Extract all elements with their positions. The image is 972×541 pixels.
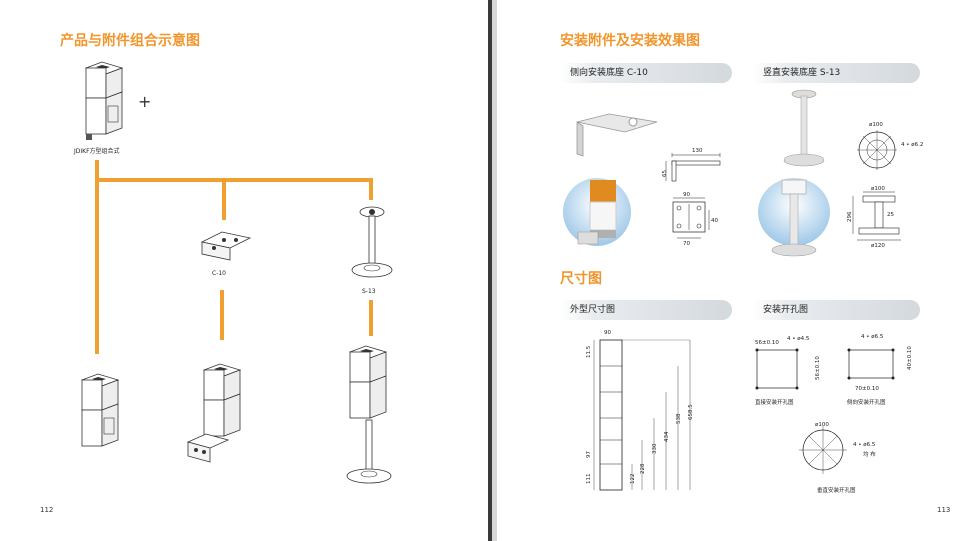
outline-dim-122: 122	[630, 474, 636, 485]
c10-bracket-photo	[576, 113, 658, 157]
product-unit-illustration	[84, 61, 124, 140]
c10-side-drawing: 130 65	[662, 148, 721, 182]
product-label: JDIKF方型组合式	[74, 148, 120, 155]
hole-a-h: 56±0.10	[815, 356, 821, 380]
c10-installed-photo	[563, 178, 631, 246]
hole-a-caption: 直接安装开孔图	[755, 398, 794, 406]
hole-b-h: 40±0.10	[907, 346, 913, 370]
left-page-title: 产品与附件组合示意图	[60, 33, 200, 49]
right-page-title: 安装附件及安装效果图	[560, 33, 700, 49]
s13-installed-photo	[758, 178, 830, 257]
s13-dim-d100: ø100	[869, 122, 883, 128]
hole-c-holes: 4 • ø6.5	[853, 442, 876, 448]
connector-lines	[95, 160, 373, 354]
s13-pole-illustration	[351, 206, 393, 278]
c10-dim-65: 65	[662, 170, 668, 177]
hole-b-caption: 侧向安装开孔图	[847, 398, 886, 406]
outline-dim-90: 90	[604, 330, 611, 336]
right-page: 安装附件及安装效果图 侧向安装底座 C-10 竖直安装底座 S-13 130 6…	[497, 0, 972, 541]
hole-b-w: 70±0.10	[855, 386, 879, 392]
right-page-number: 113	[937, 506, 951, 514]
assembly-direct-illustration	[80, 373, 120, 447]
hole-drawing-direct: 56±0.10 4 • ø4.5 56±0.10 直接安装开孔图	[755, 336, 821, 406]
outline-dim-97: 97	[586, 451, 592, 458]
c10-bracket-illustration	[200, 231, 252, 261]
hole-c-even: 均 布	[863, 450, 876, 458]
s13-pole-photo	[783, 89, 825, 167]
section-outline: 外型尺寸图	[560, 300, 732, 320]
c10-dim-90: 90	[683, 192, 690, 198]
s13-side-drawing: ø100 296 25 ø120	[847, 186, 901, 249]
book-spine-light	[492, 0, 497, 541]
hole-drawing-vertical: ø100 4 • ø6.5 均 布 垂直安装开孔图	[799, 422, 876, 494]
outline-dimension-drawing: 90 11.5 97 111 122 228 330 434 538 658.5	[586, 330, 694, 491]
hole-a-holes: 4 • ø4.5	[787, 336, 810, 342]
plus-sign: +	[138, 92, 152, 111]
section-holes: 安装开孔图	[753, 300, 920, 320]
outline-dim-115: 11.5	[586, 345, 592, 358]
outline-dim-538: 538	[676, 413, 682, 424]
s13-dim-d100b: ø100	[871, 186, 885, 192]
outline-dim-330: 330	[652, 443, 658, 454]
c10-dim-70: 70	[683, 241, 690, 247]
dimension-title: 尺寸图	[560, 271, 602, 287]
assembly-side-illustration	[186, 363, 242, 463]
s13-dim-d120: ø120	[871, 243, 885, 249]
outline-dim-228: 228	[640, 463, 646, 474]
hole-b-holes: 4 • ø6.5	[861, 334, 884, 340]
left-page-number: 112	[40, 506, 54, 514]
hole-drawing-side: 4 • ø6.5 40±0.10 70±0.10 侧向安装开孔图	[847, 334, 913, 406]
hole-a-w: 56±0.10	[755, 340, 779, 346]
s13-top-drawing: ø100 4 • ø6.2	[857, 122, 923, 170]
s13-dim-25: 25	[887, 212, 894, 218]
outline-dim-111: 111	[586, 474, 592, 485]
section-side-base: 侧向安装底座 C-10	[560, 63, 732, 83]
c10-dim-40: 40	[711, 218, 718, 224]
c10-label: C-10	[212, 270, 226, 277]
section-vertical-base: 竖直安装底座 S-13	[753, 63, 920, 83]
outline-dim-658: 658.5	[688, 404, 694, 420]
outline-dim-434: 434	[664, 431, 670, 442]
s13-dim-296: 296	[847, 211, 853, 222]
left-page: 产品与附件组合示意图 + JDIKF方型组合式 C-10	[0, 0, 488, 541]
c10-dim-130: 130	[692, 148, 703, 154]
hole-c-d: ø100	[815, 422, 829, 428]
hole-c-caption: 垂直安装开孔图	[817, 486, 856, 494]
assembly-vertical-illustration	[346, 345, 392, 484]
c10-top-drawing: 90 40 70	[672, 192, 718, 247]
s13-dim-holes: 4 • ø6.2	[901, 142, 923, 148]
s13-label: S-13	[362, 288, 376, 295]
book-spine-dark	[488, 0, 492, 541]
